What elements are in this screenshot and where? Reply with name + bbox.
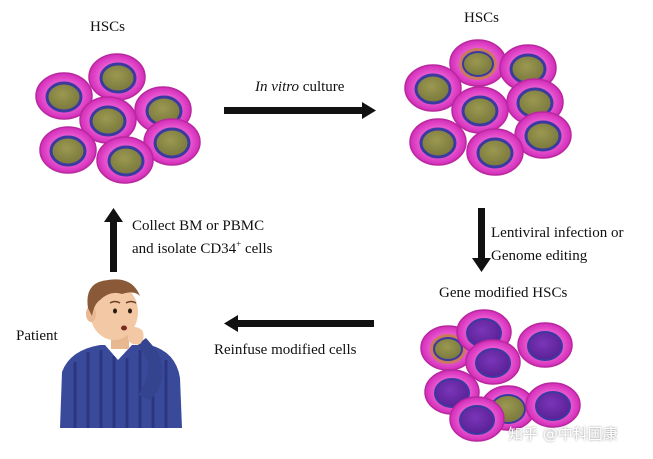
hsc-cell <box>514 111 572 159</box>
hsc-label-left: HSCs <box>90 19 126 35</box>
hsc-cell <box>143 118 201 166</box>
culture-text: culture <box>299 79 345 95</box>
watermark-text: 知乎 @中科国康 <box>508 425 618 443</box>
modified-cell <box>517 322 573 368</box>
arrow-left <box>224 315 374 332</box>
reinfuse-label: Reinfuse modified cells <box>214 342 357 358</box>
hsc-cell <box>409 118 467 166</box>
in-vitro-culture-label: In vitro culture <box>255 78 344 96</box>
gene-modified-label: Gene modified HSCs <box>439 285 568 301</box>
hsc-cell <box>451 86 509 134</box>
hsc-label-right: HSCs <box>464 10 500 26</box>
collect-label-line2: and isolate CD34+ cells <box>132 240 272 258</box>
hsc-cell <box>79 96 137 144</box>
hsc-cluster-right <box>404 39 572 176</box>
collect-label-line1: Collect BM or PBMC <box>132 218 265 234</box>
lentiviral-label-line1: Lentiviral infection or <box>491 225 624 241</box>
arrow-right <box>224 102 376 119</box>
hsc-cell <box>35 72 93 120</box>
lentiviral-label-line2: Genome editing <box>491 248 588 264</box>
cd34-superscript: + <box>236 239 242 249</box>
hsc-cluster-left <box>35 53 201 184</box>
collect-text-a: and isolate CD34 <box>132 241 237 257</box>
hsc-cell <box>449 39 507 87</box>
patient-figure <box>60 279 182 428</box>
hsc-cell <box>39 126 97 174</box>
arrow-down <box>472 208 491 272</box>
patient-label: Patient <box>16 328 58 344</box>
arrow-up <box>104 208 123 272</box>
hsc-cell <box>88 53 146 101</box>
modified-cell <box>449 396 505 442</box>
gene-modified-cluster <box>420 309 581 442</box>
modified-cell <box>465 339 521 385</box>
hsc-cell <box>466 128 524 176</box>
in-vitro-italic: In vitro <box>255 79 300 95</box>
modified-cell <box>420 325 476 371</box>
hsc-cell <box>404 64 462 112</box>
modified-cell <box>525 382 581 428</box>
collect-text-b: cells <box>241 241 273 257</box>
hsc-cell <box>96 136 154 184</box>
